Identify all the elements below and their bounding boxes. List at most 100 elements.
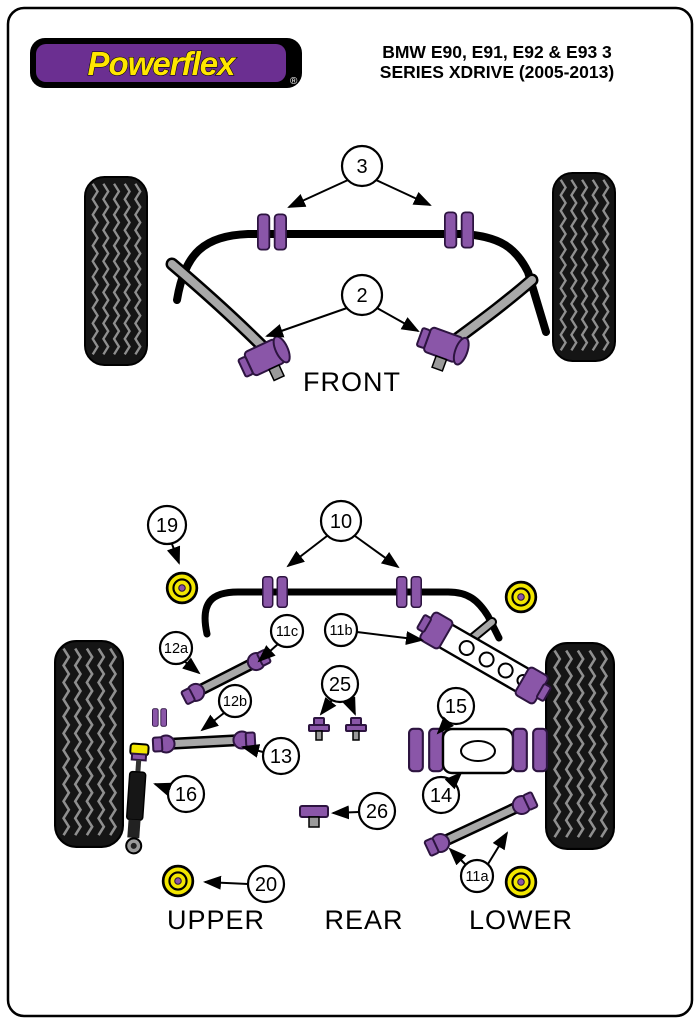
callout-arrow xyxy=(265,307,348,338)
front-diagram: 3 2 FRONT xyxy=(84,144,616,397)
callout-circle xyxy=(357,791,397,831)
callout-11b: 11b xyxy=(323,612,424,648)
callout-arrow xyxy=(182,657,201,675)
callout-number: 26 xyxy=(366,801,388,823)
callout-11a: 11a xyxy=(448,831,509,894)
logo-field xyxy=(36,44,286,82)
callout-circle xyxy=(269,613,305,649)
rear-anti-roll-bar xyxy=(201,588,503,642)
callout-arrow xyxy=(354,535,400,569)
callout-11c: 11c xyxy=(257,613,305,663)
callout-arrow xyxy=(166,543,181,565)
title-line-1: BMW E90, E91, E92 & E93 3 xyxy=(382,42,612,62)
callout-number: 13 xyxy=(270,746,292,768)
callout-number: 3 xyxy=(356,156,367,178)
powerflex-logo: Powerflex ® xyxy=(30,38,302,88)
front-arm-bushing-right xyxy=(416,326,470,372)
upper-label: UPPER xyxy=(167,905,265,935)
callout-circle xyxy=(459,858,495,894)
callout-circle xyxy=(261,736,301,776)
callout-arrow xyxy=(487,831,509,865)
callout-arrow xyxy=(356,631,424,645)
front-anti-roll-bar xyxy=(173,230,550,336)
camber-arm-right xyxy=(416,611,552,705)
callout-arrow xyxy=(203,875,249,890)
top-mount-right xyxy=(504,580,538,614)
callout-arrow xyxy=(444,771,463,790)
front-label: FRONT xyxy=(303,367,401,397)
callout-19: 19 xyxy=(146,504,188,565)
callout-arrow xyxy=(342,696,356,716)
callout-circle xyxy=(323,612,359,648)
callout-circle xyxy=(217,683,253,719)
callout-arrow xyxy=(200,712,225,732)
callout-number: 11c xyxy=(276,624,298,640)
callout-circle xyxy=(320,664,360,704)
front-left-tire xyxy=(84,176,148,366)
callout-arrow xyxy=(257,643,279,663)
callout-25: 25 xyxy=(319,664,360,716)
callout-number: 12b xyxy=(223,694,247,710)
rear-left-tire xyxy=(54,639,124,849)
callout-circle xyxy=(158,630,194,666)
shock-absorber xyxy=(125,742,150,855)
top-hat-bush-a xyxy=(308,717,330,741)
callout-12a: 12a xyxy=(158,630,201,675)
callout-arrow xyxy=(376,307,420,332)
lower-mount-right xyxy=(504,865,538,899)
callout-arrow xyxy=(241,744,264,758)
lower-label: LOWER xyxy=(469,905,573,935)
callout-13: 13 xyxy=(241,736,301,776)
callout-arrow xyxy=(436,716,454,735)
front-arm-bushing-left xyxy=(237,335,291,382)
callout-arrow xyxy=(287,179,349,208)
page-border xyxy=(6,6,694,1018)
callout-number: 11b xyxy=(329,623,352,639)
front-right-arm xyxy=(446,276,536,348)
callout-number: 25 xyxy=(329,674,351,696)
callout-number: 16 xyxy=(175,784,197,806)
callout-arrow xyxy=(286,535,328,568)
callout-arrow xyxy=(153,782,173,796)
subframe-bush-assembly xyxy=(408,727,548,775)
callout-circle xyxy=(319,499,363,543)
registered-mark: ® xyxy=(290,76,298,87)
callout-arrow xyxy=(448,847,467,866)
front-right-tire xyxy=(552,172,616,362)
callout-16: 16 xyxy=(153,774,206,814)
callout-circle xyxy=(340,273,384,317)
callout-number: 20 xyxy=(255,874,277,896)
callout-2: 2 xyxy=(265,273,420,338)
callout-circle xyxy=(340,144,384,188)
callout-3: 3 xyxy=(287,144,432,208)
small-bush-left xyxy=(152,708,167,727)
logo-text: Powerflex xyxy=(88,45,238,82)
title-line-2: SERIES XDRIVE (2005-2013) xyxy=(380,62,614,82)
bracket-26 xyxy=(299,805,329,828)
lower-arm-left xyxy=(151,730,257,754)
callout-14: 14 xyxy=(421,771,463,815)
callout-arrow xyxy=(319,697,337,716)
callout-number: 14 xyxy=(430,785,452,807)
lower-arm-right xyxy=(423,791,539,857)
lower-mount-left xyxy=(161,864,195,898)
front-left-arm xyxy=(168,260,270,354)
callout-number: 19 xyxy=(156,515,178,537)
callout-number: 10 xyxy=(330,511,352,533)
callout-circle xyxy=(146,504,188,546)
callout-10: 10 xyxy=(286,499,400,569)
callout-arrow xyxy=(375,179,432,206)
callout-circle xyxy=(436,686,476,726)
callout-12b: 12b xyxy=(200,683,253,732)
page-title: BMW E90, E91, E92 & E93 3 SERIES XDRIVE … xyxy=(380,42,614,82)
rear-label: REAR xyxy=(324,905,403,935)
callout-number: 15 xyxy=(445,696,467,718)
callout-number: 2 xyxy=(356,285,367,307)
callout-20: 20 xyxy=(203,864,286,904)
top-hat-bush-b xyxy=(345,717,367,741)
upper-arm-left xyxy=(180,649,272,705)
callout-arrow xyxy=(331,805,360,820)
rear-right-tire xyxy=(545,641,615,851)
